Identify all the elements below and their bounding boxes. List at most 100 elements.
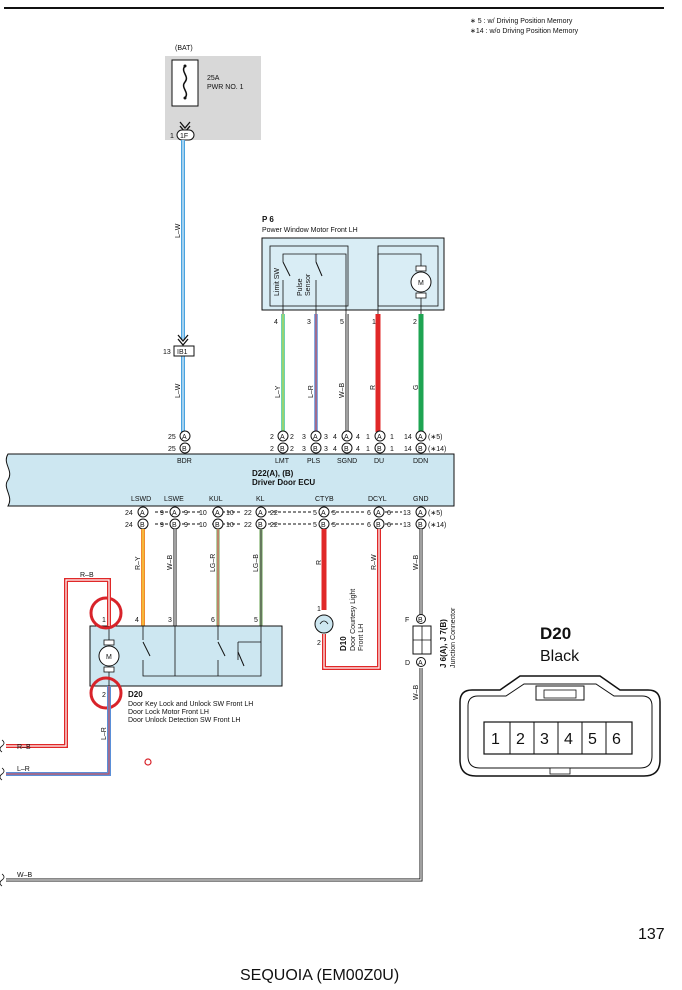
wire-label-g: G [413,385,420,390]
conn-a-ddn: A [418,434,423,441]
wire-label-rw: R–W [371,554,378,570]
face-pin-2: 2 [516,731,525,748]
pin-pls-a: 3 [324,434,328,441]
ecu-lbl-gnd: GND [413,496,429,503]
motor-p6-name: Power Window Motor Front LH [262,227,358,234]
face-pin-1: 1 [491,731,500,748]
conn-b-kl: B [258,522,263,529]
footer-title: SEQUOIA (EM00Z0U) [240,967,399,984]
ecu-lbl-lmt: LMT [275,458,290,465]
d20-line1: Door Key Lock and Unlock SW Front LH [128,701,253,708]
highlight-circle-pin-1 [89,596,123,630]
ecu-lbl-dcyl: DCYL [368,496,387,503]
left-wires: R–B R–B L–R W–B L–R [0,572,423,887]
pin-kul-b-l: 10 [199,522,207,529]
d20-pin-6: 6 [211,617,215,624]
pin-kul-a: 10 [226,510,234,517]
pin-gnd-b: 13 [403,522,411,529]
note-5: ∗ 5 : w/ Driving Position Memory [470,18,573,25]
pin-du-b: 1 [390,446,394,453]
conn-b-lmt: B [280,446,285,453]
fuse-icon [182,65,188,99]
conn-b-du: B [377,446,382,453]
pin-dcyl-a-l: 6 [367,510,371,517]
ecu-lbl-kl: KL [256,496,265,503]
conn-a-lswd: A [140,510,145,517]
wire-label-wb-lswe: W–B [167,555,174,571]
conn-a-kul: A [215,510,220,517]
conn-a-gnd: A [418,510,423,517]
courtesy-d10: 1 2 D10 Door Courtesy Light Front LH [314,589,365,651]
pin-du-a: 1 [390,434,394,441]
ecu-lbl-bdr: BDR [177,458,192,465]
wire-label-lw-2: L–W [175,383,182,398]
p6-pin-2: 2 [413,319,417,326]
j6-pin-a: A [418,660,423,667]
pin-lswd-b: 24 [125,522,133,529]
wire-label-rb: R–B [17,744,31,751]
d10-line1: Door Courtesy Light [350,589,357,651]
face-color: Black [540,648,580,665]
motor-p6-box [261,237,445,311]
marker-dot-icon [144,758,152,766]
pin-kl-b-l: 22 [244,522,252,529]
wire-label-lr: L–R [308,385,315,398]
note-14: ∗14 : w/o Driving Position Memory [470,28,579,35]
page-number: 137 [638,926,665,943]
wires-bottom: R–Y W–B LG–R LG–B R R–W W–B [135,529,423,670]
face-housing-inner [467,683,653,769]
lock-motor-icon [98,645,120,667]
bat-label: (BAT) [175,45,193,52]
wire-label-r: R [370,385,377,390]
face-pin-5: 5 [588,731,597,748]
wire-label-r-ctyb: R [316,560,323,565]
conn-b-dcyl: B [376,522,381,529]
conn-b-lswe: B [172,522,177,529]
ecu-lbl-ctyb: CTYB [315,496,334,503]
ecu-name: Driver Door ECU [252,478,315,487]
pin-du-b-l: 1 [366,446,370,453]
ecu-bottom-connectors: 24 A 9 A 10 A 22 A 5 A 6 A 13 A (∗5) 24 … [125,506,446,530]
unlock-switch-icon [217,641,226,657]
d20-code: D20 [128,690,143,699]
pin-kl-b: 22 [270,522,278,529]
motor-p6: P 6 Power Window Motor Front LH Limit SW… [261,215,445,326]
conn-a-bdr: A [182,434,187,441]
courtesy-light-icon [314,614,334,634]
limit-switch-icon [282,261,291,277]
pin-lmt-a-l: 2 [270,434,274,441]
p6-pin-3: 3 [307,319,311,326]
conn-1f-pin: 1 [170,133,174,140]
conn-ib1 [173,345,195,357]
pin-kul-a-l: 10 [199,510,207,517]
key-switch-icon [142,641,151,657]
conn-b-ddn: B [418,446,423,453]
ecu-top-connectors: 25 A 2 A 3 A 4 A 1 A 14 A (∗5) 25 B 2 B … [168,430,446,454]
note-bot-a: (∗5) [428,510,442,517]
conn-b-lswd: B [140,522,145,529]
p6-pin-5: 5 [340,319,344,326]
pin-lmt-b-l: 2 [270,446,274,453]
ecu-code: D22(A), (B) [252,469,294,478]
wire-label-wb-left: W–B [17,872,33,879]
pin-dcyl-a: 6 [387,510,391,517]
ecu-lbl-sgnd: SGND [337,458,357,465]
pulse-label-2: Sensor [305,273,312,296]
ecu-d22: BDR LMT PLS SGND DU DDN D22(A), (B) Driv… [5,453,455,507]
conn-a-lswe: A [172,510,177,517]
pin-sgnd-a: 4 [356,434,360,441]
d20-pin-4: 4 [135,617,139,624]
wire-bdr: L–W L–W IB1 13 [163,140,195,432]
j6-pin-b: B [418,617,423,624]
pin-ddn-a: 14 [404,434,412,441]
j6-pin-d: D [405,660,410,667]
conn-b-sgnd: B [344,446,349,453]
pin-ctyb-b: 5 [332,522,336,529]
lock-d20: 1 4 3 6 5 2 M D20 Door Key Lock and Unlo… [89,596,283,724]
face-pin-3: 3 [540,731,549,748]
conn-ib1-pin: 13 [163,349,171,356]
conn-a-dcyl: A [376,510,381,517]
pulse-label-1: Pulse [297,278,304,296]
d20-pin-5: 5 [254,617,258,624]
conn-b-kul: B [215,522,220,529]
